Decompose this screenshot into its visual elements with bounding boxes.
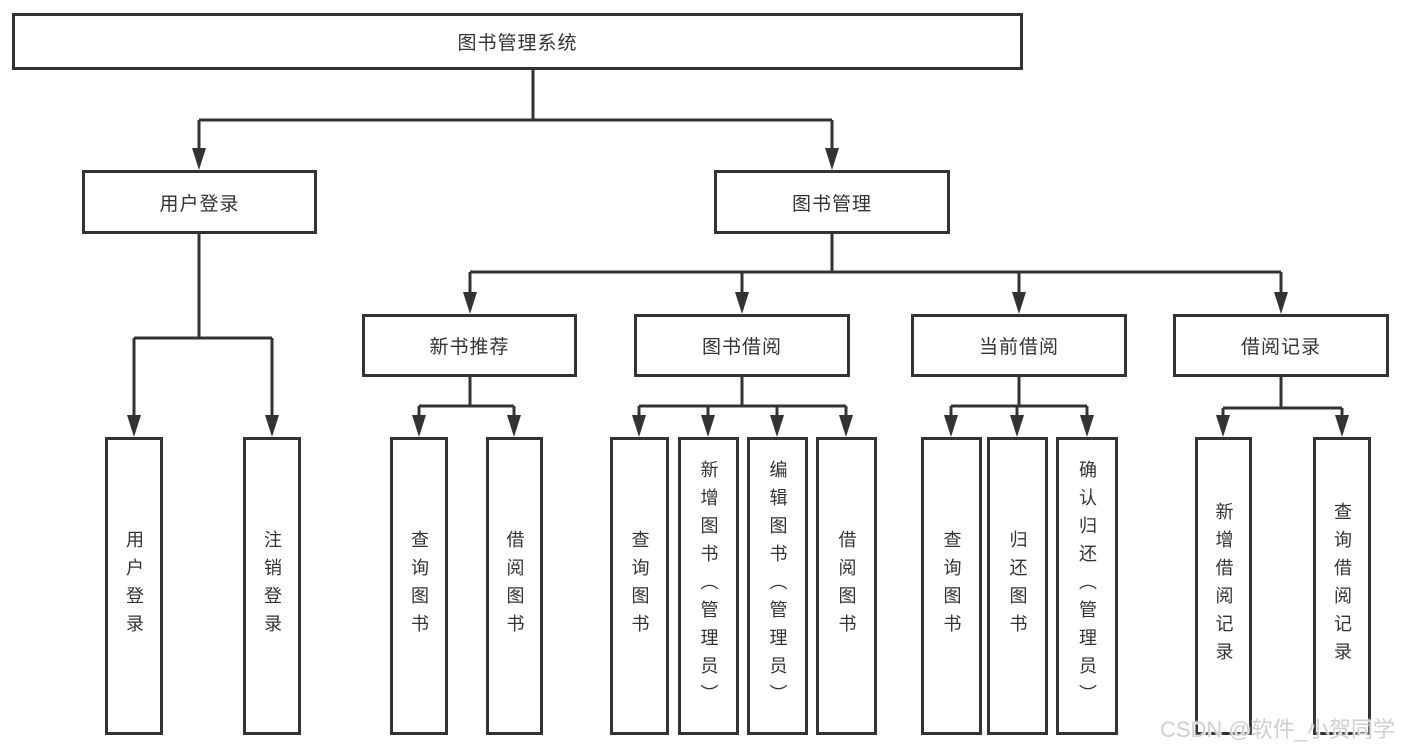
- leaf-query-books-current: 查询图书: [921, 437, 982, 735]
- leaf-return-books: 归还图书: [987, 437, 1048, 735]
- leaf-borrow-books: 借阅图书: [816, 437, 877, 735]
- node-new-book-recommendation: 新书推荐: [362, 314, 577, 377]
- node-borrowing-records: 借阅记录: [1173, 314, 1389, 377]
- leaf-add-borrow-record: 新增借阅记录: [1195, 437, 1252, 735]
- leaf-logout: 注销登录: [243, 437, 301, 735]
- arrowheads: [127, 148, 1349, 437]
- leaf-confirm-return-admin: 确认归还（管理员）: [1056, 437, 1118, 735]
- leaf-query-books-recommend: 查询图书: [390, 437, 448, 735]
- node-book-borrowing: 图书借阅: [634, 314, 850, 377]
- node-library-management-system: 图书管理系统: [12, 13, 1023, 70]
- node-current-borrowing: 当前借阅: [911, 314, 1127, 377]
- leaf-query-books-borrowing: 查询图书: [610, 437, 669, 735]
- leaf-edit-books-admin: 编辑图书（管理员）: [747, 437, 808, 735]
- node-book-management-branch: 图书管理: [714, 170, 950, 234]
- node-user-login-branch: 用户登录: [82, 170, 317, 234]
- csdn-watermark: CSDN @软件_小贺同学: [1159, 717, 1395, 742]
- leaf-user-login: 用户登录: [105, 437, 163, 735]
- connector-lines: [132, 69, 1344, 423]
- leaf-query-borrow-record: 查询借阅记录: [1313, 437, 1371, 735]
- leaf-borrow-books-recommend: 借阅图书: [486, 437, 543, 735]
- leaf-add-books-admin: 新增图书（管理员）: [678, 437, 739, 735]
